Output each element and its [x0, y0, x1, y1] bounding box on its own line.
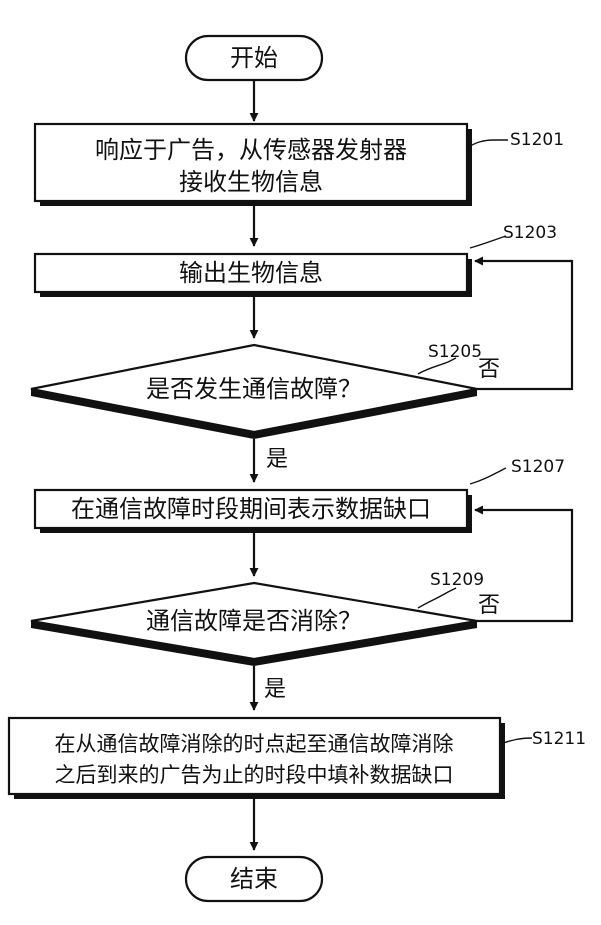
decision-s1205: 是否发生通信故障？ [31, 345, 477, 439]
s1205-yes-label: 是 [266, 447, 288, 472]
s1209-no-label: 否 [478, 593, 500, 618]
s1201-line2: 接收生物信息 [179, 168, 323, 196]
process-s1207: 在通信故障时段期间表示数据缺口 [35, 490, 472, 533]
end-label: 结束 [230, 865, 278, 893]
start-label: 开始 [230, 44, 278, 72]
s1209-label: 通信故障是否消除？ [146, 607, 362, 635]
s1209-yes-label: 是 [264, 677, 286, 702]
s1203-leader [470, 236, 506, 248]
step-label-s1211: S1211 [532, 729, 586, 749]
start-terminal: 开始 [186, 36, 322, 80]
s1201-line1: 响应于广告，从传感器发射器 [95, 136, 407, 164]
s1205-no-label: 否 [478, 357, 500, 382]
s1201-leader [467, 140, 508, 148]
s1211-line1: 在从通信故障消除的时点起至通信故障消除 [55, 732, 454, 756]
process-s1203: 输出生物信息 [35, 254, 472, 297]
step-label-s1207: S1207 [511, 457, 565, 477]
step-label-s1205: S1205 [428, 342, 482, 362]
s1207-leader [470, 468, 506, 484]
decision-s1209: 通信故障是否消除？ [31, 583, 477, 666]
s1205-label: 是否发生通信故障？ [146, 375, 362, 403]
s1211-line2: 之后到来的广告为止的时段中填补数据缺口 [55, 763, 454, 787]
s1203-label: 输出生物信息 [179, 259, 323, 287]
step-label-s1203: S1203 [503, 223, 557, 243]
step-label-s1201: S1201 [510, 130, 564, 150]
process-s1211: 在从通信故障消除的时点起至通信故障消除 之后到来的广告为止的时段中填补数据缺口 [9, 718, 505, 799]
step-label-s1209: S1209 [430, 570, 484, 590]
process-s1201: 响应于广告，从传感器发射器 接收生物信息 [35, 124, 472, 206]
end-terminal: 结束 [186, 857, 322, 901]
s1207-label: 在通信故障时段期间表示数据缺口 [71, 495, 431, 523]
s1209-leader [418, 588, 456, 608]
